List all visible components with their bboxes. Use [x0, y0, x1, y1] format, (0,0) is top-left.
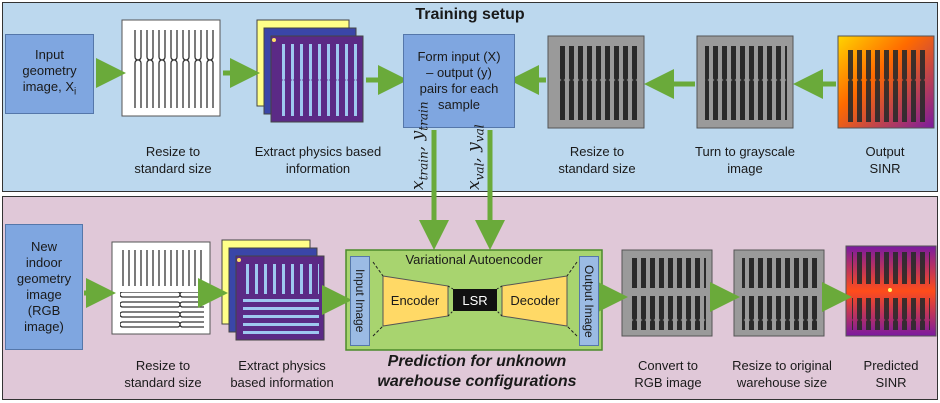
prediction-section-title: Prediction for unknown warehouse configu… [377, 353, 577, 390]
resized-original-image [733, 249, 825, 337]
input-geometry-box: Input geometry image, Xi [5, 34, 94, 114]
output-sinr-image [837, 35, 935, 129]
caption-resize-bottom: Resize to standard size [124, 358, 202, 390]
val-x-sub: val [472, 162, 487, 181]
train-x-label: x [408, 180, 428, 190]
caption-grayscale: Turn to grayscale image [695, 144, 795, 176]
vae-input-image-label: Input Image [350, 256, 370, 346]
caption-resize-top: Resize to standard size [134, 144, 212, 176]
vae-output-image-label: Output Image [579, 256, 599, 346]
geometry-image-bottom [111, 241, 211, 335]
val-y-label: , y [464, 142, 484, 163]
training-title: Training setup [415, 6, 525, 23]
caption-convert-rgb: Convert to RGB image [634, 358, 702, 390]
input-geometry-label: Input geometry image, X [22, 47, 77, 95]
lsr-label: LSR [462, 292, 488, 308]
new-geometry-box: New indoor geometry image (RGB image) [5, 224, 83, 350]
encoder-label: Encoder [390, 292, 440, 308]
grayscale-resized-image [547, 35, 645, 129]
val-x-label: x [464, 180, 484, 190]
input-geometry-subscript: i [74, 86, 77, 98]
caption-output-sinr: Output SINR [865, 144, 905, 176]
rgb-converted-image [621, 249, 713, 337]
caption-extract-bottom: Extract physics based information [230, 358, 334, 390]
caption-resize-right: Resize to standard size [558, 144, 636, 176]
vae-title: Variational Autoencoder [405, 252, 543, 267]
geometry-image-top [121, 19, 221, 117]
vae-block [345, 249, 603, 351]
caption-predicted-sinr: Predicted SINR [863, 358, 919, 390]
grayscale-image [696, 35, 794, 129]
caption-extract-top: Extract physics based information [254, 144, 382, 176]
caption-resize-original: Resize to original warehouse size [732, 358, 832, 390]
physics-stack-bottom [221, 239, 325, 341]
val-y-sub: val [472, 124, 487, 143]
physics-stack-top [256, 19, 364, 123]
train-y-label: , y [408, 130, 428, 152]
form-pairs-box: Form input (X) – output (y) pairs for ea… [403, 34, 515, 128]
train-data-label: xtrain, ytrain [408, 101, 430, 190]
train-y-sub: train [416, 101, 431, 131]
predicted-sinr-image [845, 245, 937, 337]
val-data-label: xval, yval [464, 124, 486, 190]
decoder-label: Decoder [510, 292, 560, 308]
train-x-sub: train [416, 151, 431, 181]
